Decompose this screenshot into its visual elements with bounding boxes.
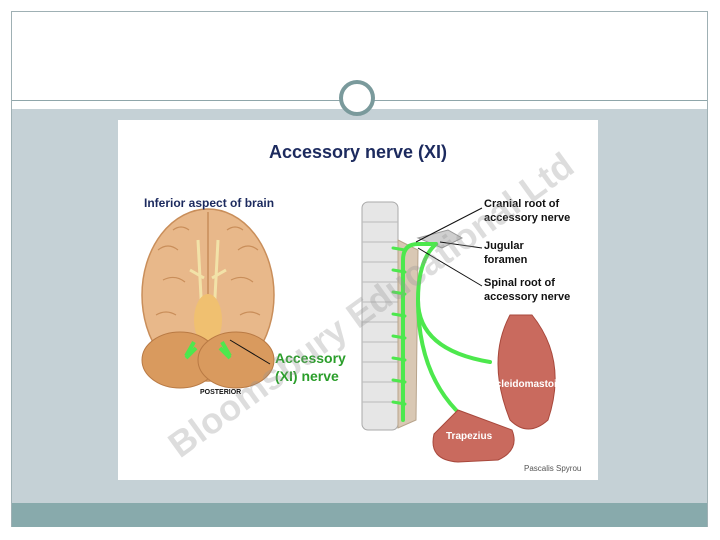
label-cranial-root: Cranial root of accessory nerve xyxy=(484,197,594,225)
label-trapezius: Trapezius xyxy=(446,431,493,442)
leader-lines xyxy=(415,207,483,287)
label-cranial-line2: accessory nerve xyxy=(484,212,571,224)
label-jugular-foramen: Jugular foramen xyxy=(484,239,564,267)
label-cranial-line1: Cranial root of xyxy=(484,198,560,210)
accessory-nerve-figure: Accessory nerve (XI) Inferior aspect of … xyxy=(118,120,598,480)
label-accessory-nerve: Accessory (XI) nerve xyxy=(275,349,365,385)
label-jugular-line2: foramen xyxy=(484,254,528,266)
sternocleidomastoid-muscle xyxy=(497,314,556,430)
label-accessory-line1: Accessory xyxy=(275,350,346,366)
accessory-nerve-path xyxy=(391,242,492,422)
label-posterior: POSTERIOR xyxy=(200,389,242,396)
slide-footer-bar xyxy=(12,503,707,527)
image-credit: Pascalis Spyrou xyxy=(524,464,582,473)
label-jugular-line1: Jugular xyxy=(484,240,524,252)
label-spinal-root: Spinal root of accessory nerve xyxy=(484,276,594,304)
brain-illustration xyxy=(141,208,275,389)
anatomy-illustration xyxy=(141,201,556,463)
label-inferior-aspect: Inferior aspect of brain xyxy=(144,196,275,210)
ornament-circle-icon xyxy=(339,80,375,116)
label-spinal-line1: Spinal root of xyxy=(484,277,555,289)
label-spinal-line2: accessory nerve xyxy=(484,291,571,303)
label-accessory-line2: (XI) nerve xyxy=(275,368,339,384)
label-sternocleidomastoid: Sternocleidomastoid xyxy=(464,379,563,390)
figure-title: Accessory nerve (XI) xyxy=(268,142,448,162)
trapezius-muscle xyxy=(432,409,515,463)
